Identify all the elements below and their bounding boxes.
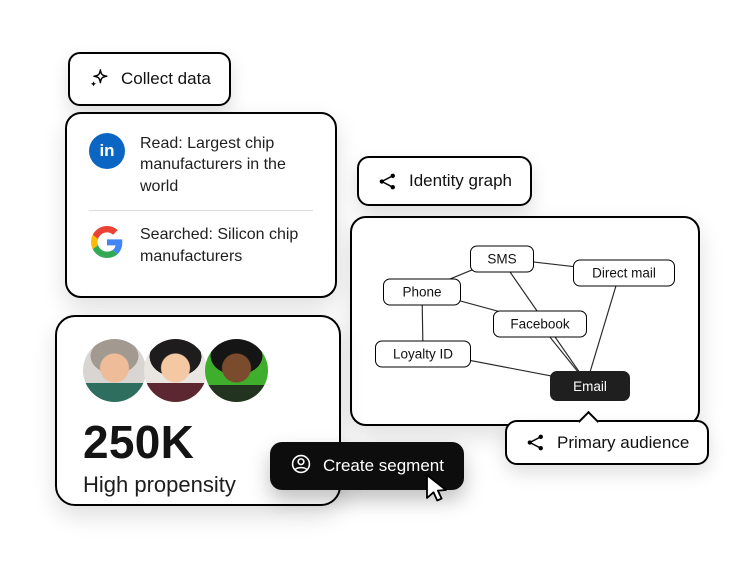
linkedin-data-text: Read: Largest chip manufacturers in the … xyxy=(140,135,286,195)
graph-node-phone: Phone xyxy=(383,278,461,306)
collect-data-label: Collect data xyxy=(121,69,211,88)
share-network-icon xyxy=(377,171,398,192)
avatar-photo-1 xyxy=(83,339,146,402)
audience-card: 250K High propensity xyxy=(55,315,341,506)
collected-data-card: in Read: Largest chip manufacturers in t… xyxy=(65,112,337,298)
collect-data-pill[interactable]: Collect data xyxy=(68,52,231,106)
linkedin-icon: in xyxy=(89,133,125,169)
person-circle-icon xyxy=(290,453,312,480)
identity-graph-pill[interactable]: Identity graph xyxy=(357,156,533,206)
audience-count: 250K xyxy=(83,416,195,468)
google-data-text: Searched: Silicon chip manufacturers xyxy=(140,226,299,265)
graph-node-loyalty_id: Loyalty ID xyxy=(375,340,471,368)
graph-node-direct_mail: Direct mail xyxy=(573,259,675,287)
audience-subtitle: High propensity xyxy=(83,472,236,497)
data-source-google: Searched: Silicon chip manufacturers xyxy=(89,224,313,267)
primary-audience-pill[interactable]: Primary audience xyxy=(505,420,710,465)
avatar-photo-3 xyxy=(205,339,268,402)
primary-audience-label: Primary audience xyxy=(557,432,690,452)
graph-node-email: Email xyxy=(550,371,630,401)
mouse-cursor-icon xyxy=(424,474,454,511)
avatar-group xyxy=(83,339,313,402)
graph-node-sms: SMS xyxy=(470,245,534,273)
data-source-linkedin: in Read: Largest chip manufacturers in t… xyxy=(89,133,313,197)
share-network-icon xyxy=(525,432,546,453)
sparkle-icon xyxy=(88,68,110,90)
create-segment-label: Create segment xyxy=(323,456,444,475)
graph-node-facebook: Facebook xyxy=(493,310,587,338)
identity-graph-label: Identity graph xyxy=(409,171,513,190)
google-icon xyxy=(89,224,125,260)
avatar-photo-2 xyxy=(144,339,207,402)
divider xyxy=(89,210,313,212)
